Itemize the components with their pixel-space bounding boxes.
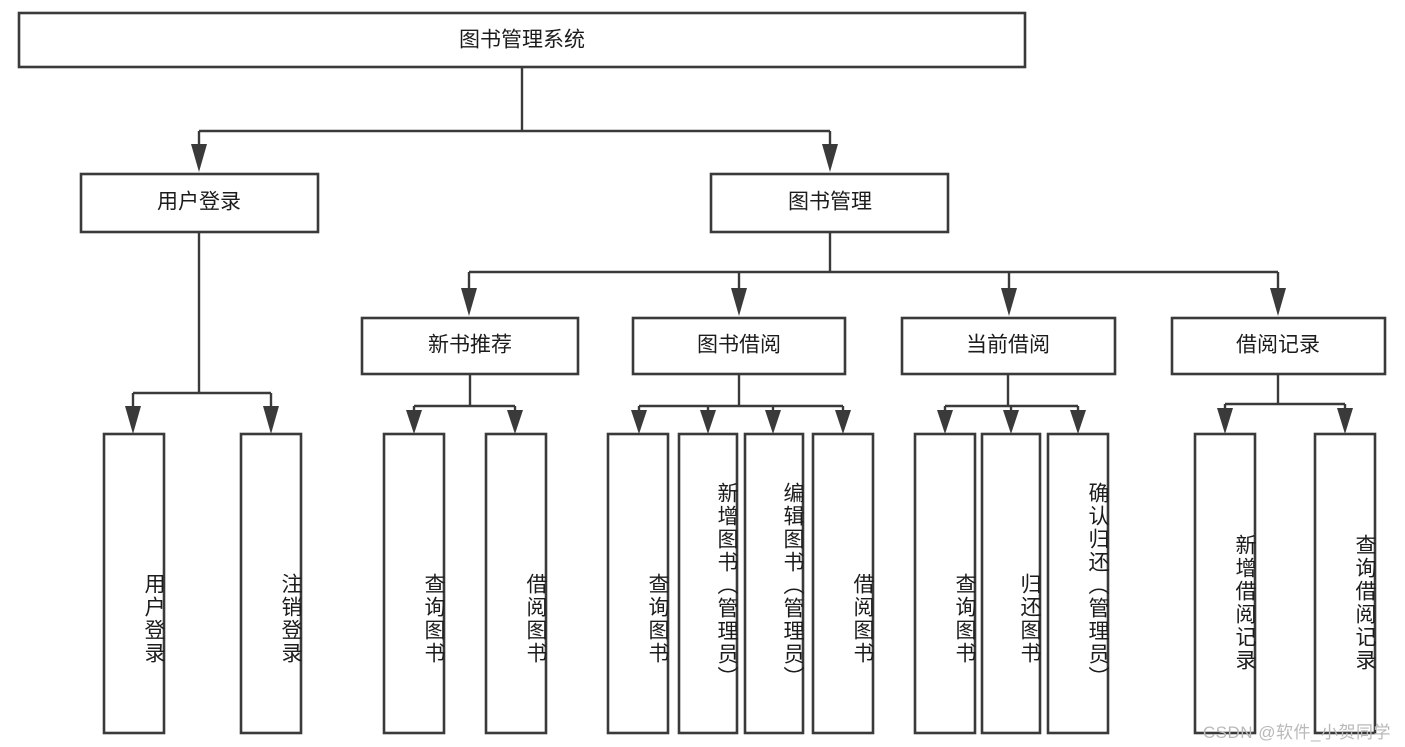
node-current-borrow[interactable]: 当前借阅: [900, 316, 1117, 376]
arrow-head-icon: [1337, 408, 1353, 434]
leaf-box-query-book-1[interactable]: [382, 432, 446, 735]
arrow-head-icon: [263, 406, 279, 434]
node-root-box[interactable]: [17, 11, 1027, 69]
leaf-box-logout[interactable]: [239, 432, 303, 735]
arrow-head-icon: [507, 410, 523, 434]
leaf-box-add-book[interactable]: [677, 432, 739, 735]
node-book-borrow[interactable]: 图书借阅: [631, 316, 847, 376]
connector-borrow-record-to-leaves: [1217, 374, 1353, 434]
arrow-head-icon: [191, 144, 207, 172]
node-borrow-record[interactable]: 借阅记录: [1170, 316, 1387, 376]
node-new-book-rec-box[interactable]: [360, 316, 580, 376]
leaf-box-query-book-3[interactable]: [913, 432, 977, 735]
connector-user-login-to-leaves: [125, 232, 279, 434]
csdn-watermark: CSDN @软件_小贺同学: [1202, 723, 1391, 742]
connector-new-book-rec-to-leaves: [406, 374, 523, 434]
node-current-borrow-box[interactable]: [900, 316, 1117, 376]
node-book-borrow-label: 图书借阅: [697, 334, 781, 357]
arrow-head-icon: [125, 406, 141, 434]
node-user-login-box[interactable]: [79, 172, 320, 234]
node-borrow-record-label: 借阅记录: [1236, 334, 1320, 357]
leaf-box-borrow-book-1[interactable]: [484, 432, 548, 735]
arrow-head-icon: [461, 288, 477, 316]
connector-book-borrow-to-leaves: [631, 374, 851, 434]
arrow-head-icon: [822, 144, 838, 172]
connector-current-borrow-to-leaves: [937, 374, 1086, 434]
node-root-label: 图书管理系统: [459, 29, 585, 52]
leaf-box-borrow-book-2[interactable]: [811, 432, 875, 735]
arrow-head-icon: [731, 288, 747, 316]
leaf-box-query-record[interactable]: [1313, 432, 1377, 735]
arrow-head-icon: [631, 410, 647, 434]
arrow-head-icon: [1217, 408, 1233, 434]
leaf-box-edit-book[interactable]: [743, 432, 805, 735]
arrow-head-icon: [700, 410, 716, 434]
arrow-head-icon: [406, 410, 422, 434]
node-book-manage[interactable]: 图书管理: [709, 172, 950, 234]
arrow-head-icon: [1270, 288, 1286, 316]
node-new-book-rec-label: 新书推荐: [428, 334, 512, 357]
arrow-head-icon: [937, 410, 953, 434]
connector-book-manage-to-level3: [461, 232, 1286, 316]
node-current-borrow-label: 当前借阅: [966, 334, 1050, 357]
arrow-head-icon: [1070, 410, 1086, 434]
node-user-login[interactable]: 用户登录: [79, 172, 320, 234]
node-root[interactable]: 图书管理系统: [17, 11, 1027, 69]
arrow-head-icon: [765, 410, 781, 434]
leaf-box-confirm-return[interactable]: [1046, 432, 1110, 735]
node-book-manage-label: 图书管理: [788, 191, 872, 214]
leaf-box-return-book[interactable]: [980, 432, 1042, 735]
connector-root-to-level2: [191, 67, 838, 172]
leaf-box-query-book-2[interactable]: [606, 432, 670, 735]
arrow-head-icon: [835, 410, 851, 434]
leaf-box-add-record[interactable]: [1193, 432, 1257, 735]
arrow-head-icon: [1001, 288, 1017, 316]
arrow-head-icon: [1003, 410, 1019, 434]
leaf-box-user-login[interactable]: [102, 432, 166, 735]
node-user-login-label: 用户登录: [157, 191, 241, 214]
node-new-book-rec[interactable]: 新书推荐: [360, 316, 580, 376]
